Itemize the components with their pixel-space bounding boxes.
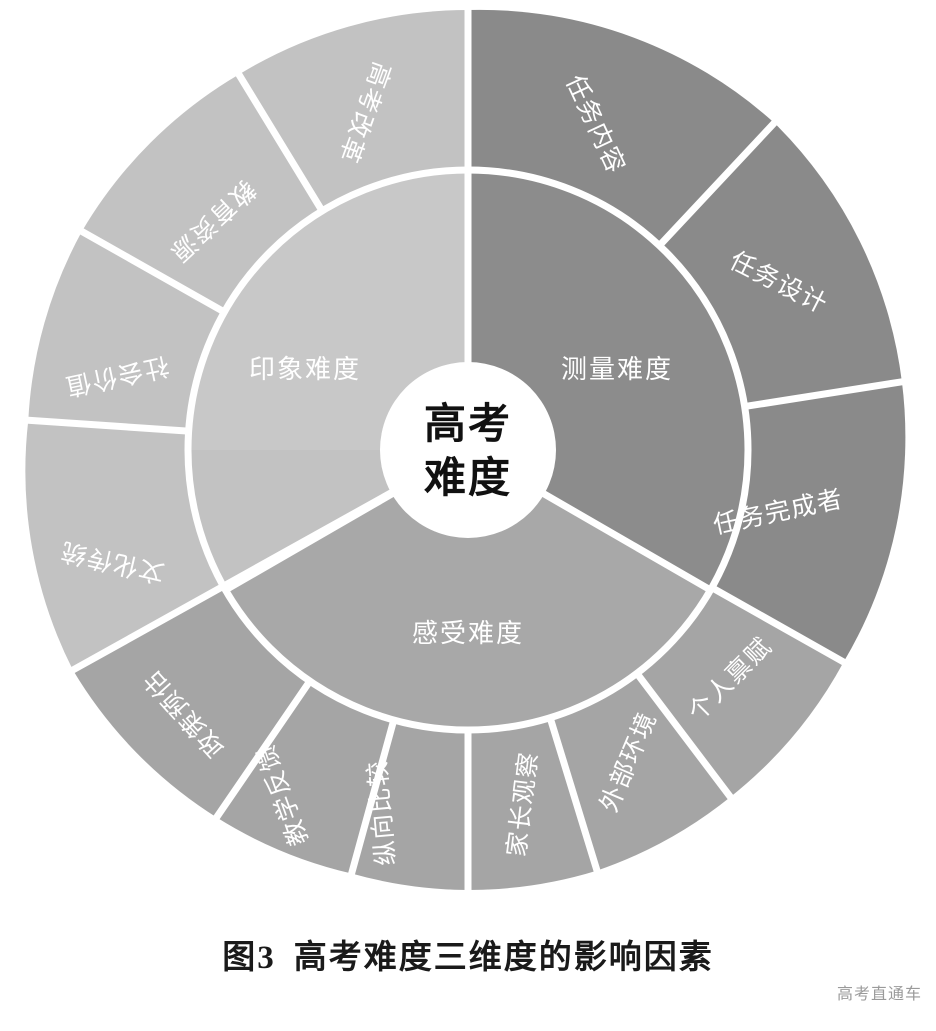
inner-label-perception: 感受难度 [412, 618, 524, 648]
figure-caption-text: 高考难度三维度的影响因素 [293, 940, 714, 976]
inner-ring-boundary [184, 166, 752, 734]
center-hub[interactable] [380, 362, 556, 538]
center-label-line1: 高考 [424, 401, 512, 448]
sunburst-svg: 高考 难度 印象难度 测量难度 感受难度 高考改革 教育资源 社会价值 文化传统… [25, 9, 906, 890]
inner-segment-impression[interactable] [188, 170, 468, 450]
sunburst-diagram: 高考 难度 印象难度 测量难度 感受难度 高考改革 教育资源 社会价值 文化传统… [25, 9, 906, 890]
inner-label-measurement: 测量难度 [561, 354, 673, 384]
figure-number: 图3 [222, 940, 276, 976]
watermark: 高考直通车 [836, 986, 922, 1003]
figure-caption: 图3 高考难度三维度的影响因素 [0, 930, 936, 978]
inner-label-impression: 印象难度 [249, 354, 361, 384]
outer-segment-cultural-tradition[interactable] [25, 420, 469, 670]
center-label-line2: 难度 [424, 455, 512, 502]
